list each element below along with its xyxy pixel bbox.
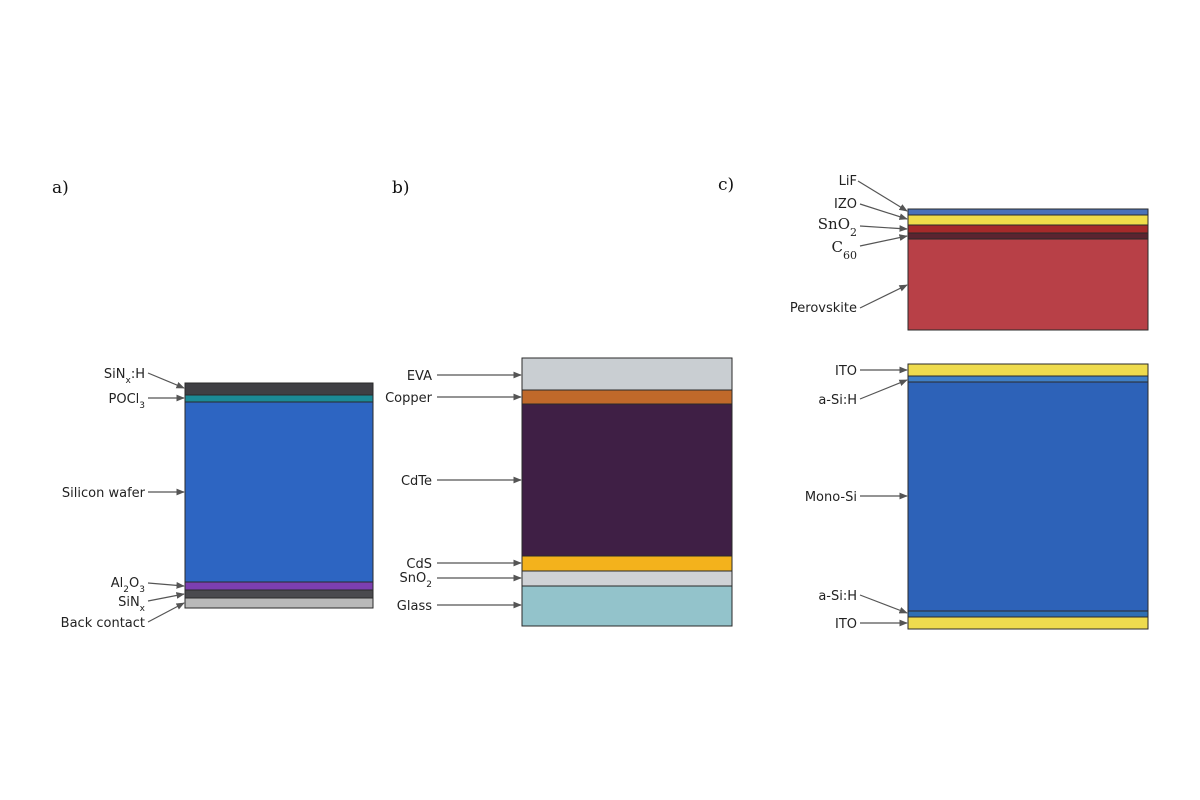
arrow-back-contact [147, 602, 185, 623]
layer-pocl3 [184, 394, 374, 403]
label-ito-bottom: ITO [835, 617, 857, 632]
label-sinx: SiNx [118, 595, 146, 614]
layer-al2o3 [184, 581, 374, 591]
layer-perovskite [907, 238, 1149, 331]
label-pocl3: POCl3 [109, 392, 146, 411]
arrow-izo [859, 203, 908, 220]
arrow-al2o3 [147, 582, 185, 589]
label-al2o3: Al2O3 [111, 576, 145, 595]
panel-a-letter: a) [52, 178, 69, 198]
arrow-sinx [147, 592, 185, 602]
label-c60: C60 [832, 238, 857, 262]
panel-b-stack [521, 357, 733, 627]
label-sno2-top: SnO2 [818, 215, 857, 239]
label-eva: EVA [407, 369, 432, 384]
panel-c-top-stack [907, 208, 1149, 331]
label-perovskite: Perovskite [790, 301, 857, 316]
label-copper: Copper [385, 391, 433, 406]
layer-glass [521, 585, 733, 627]
panel-a-stack [184, 382, 374, 609]
layer-copper [521, 389, 733, 405]
arrow-lif [857, 180, 908, 212]
arrow-a-si-h-top [859, 379, 908, 400]
panel-c-bottom-stack [907, 363, 1149, 630]
arrow-perovskite [859, 284, 908, 309]
label-izo: IZO [834, 197, 857, 212]
label-ito-top: ITO [835, 364, 857, 379]
label-lif: LiF [839, 174, 857, 189]
layer-cds [521, 555, 733, 572]
label-mono-si: Mono-Si [805, 490, 857, 505]
layer-eva [521, 357, 733, 391]
panel-a: a) SiNx:H POCl3 Silicon wafer Al2O3 SiNx… [52, 178, 374, 631]
layer-a-si-h-bottom [907, 610, 1149, 618]
panel-c-letter: c) [718, 175, 734, 195]
label-glass: Glass [397, 599, 432, 614]
label-silicon-wafer: Silicon wafer [62, 486, 146, 501]
arrow-c60 [859, 234, 908, 247]
panel-b: b) EVA Copper CdTe CdS SnO2 Glass [385, 178, 733, 627]
layer-sno2 [521, 570, 733, 587]
layer-silicon-wafer [184, 401, 374, 583]
layer-ito-bottom [907, 616, 1149, 630]
panel-c: c) LiF IZO SnO2 C60 Perovskite [718, 174, 1149, 632]
label-cds: CdS [406, 557, 432, 572]
label-cdte: CdTe [401, 474, 432, 489]
layer-a-si-h-top [907, 375, 1149, 383]
layer-sinx-h [184, 382, 374, 396]
layer-lif [907, 208, 1149, 216]
layer-c60 [907, 232, 1149, 240]
label-a-si-h-bottom: a-Si:H [818, 589, 857, 604]
layer-ito-top [907, 363, 1149, 377]
label-sno2: SnO2 [400, 571, 432, 590]
panel-b-letter: b) [392, 178, 410, 198]
arrow-a-si-h-bottom [859, 594, 908, 614]
layer-sno2-top [907, 224, 1149, 234]
arrow-sno2-top [859, 225, 908, 232]
layer-izo [907, 214, 1149, 226]
label-sinx-h: SiNx:H [104, 367, 145, 386]
layer-back-contact [184, 597, 374, 609]
arrow-sinx-h [147, 372, 185, 389]
layer-sinx [184, 589, 374, 599]
label-a-si-h-top: a-Si:H [818, 393, 857, 408]
layer-cdte [521, 403, 733, 557]
layer-mono-si [907, 381, 1149, 612]
label-back-contact: Back contact [61, 616, 145, 631]
